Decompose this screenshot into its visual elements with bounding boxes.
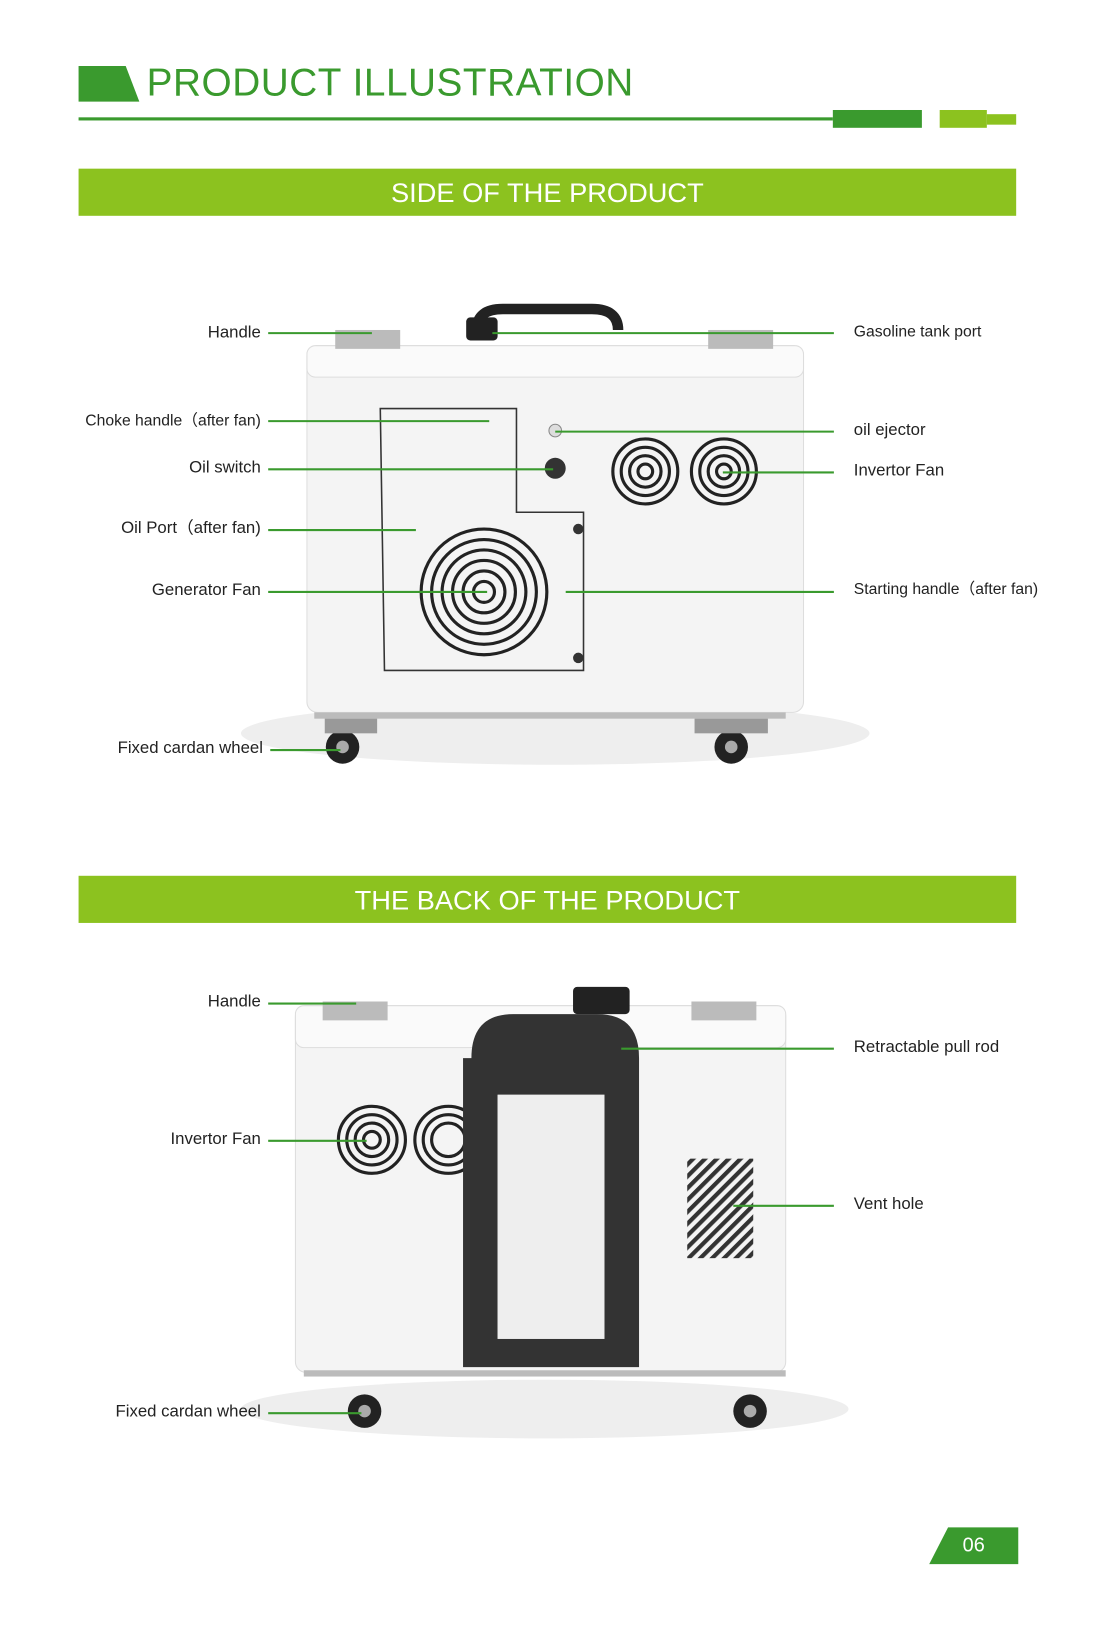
page-number-tab xyxy=(929,1527,1019,1565)
underline-light-block xyxy=(939,109,987,128)
label-back-handle: Handle xyxy=(207,993,261,1011)
label-generator-fan: Generator Fan xyxy=(151,581,261,600)
back-section-banner: THE BACK OF THE PRODUCT xyxy=(78,875,1017,923)
label-choke-handle: Choke handle（after fan) xyxy=(85,411,261,430)
underline-dark-block xyxy=(832,109,922,128)
label-retractable-pull-rod: Retractable pull rod xyxy=(853,1038,1000,1056)
side-leader-lines xyxy=(268,332,834,752)
title-underline xyxy=(78,117,833,121)
side-product-illustration xyxy=(240,303,870,765)
page-number: 06 xyxy=(962,1534,985,1557)
label-starting-handle: Starting handle（after fan) xyxy=(853,580,1039,599)
page-title: PRODUCT ILLUSTRATION xyxy=(146,60,634,104)
label-vent-hole: Vent hole xyxy=(853,1195,924,1214)
back-product-illustration xyxy=(240,986,849,1439)
back-leader-lines xyxy=(268,1002,834,1415)
title-block-icon xyxy=(78,65,140,102)
label-handle: Handle xyxy=(207,323,261,342)
label-oil-port: Oil Port（after fan) xyxy=(121,519,261,538)
label-gasoline-tank-port: Gasoline tank port xyxy=(853,322,982,341)
label-back-fixed-cardan-wheel: Fixed cardan wheel xyxy=(115,1402,261,1421)
label-fixed-cardan-wheel: Fixed cardan wheel xyxy=(117,739,263,758)
label-back-invertor-fan: Invertor Fan xyxy=(170,1130,261,1149)
label-invertor-fan: Invertor Fan xyxy=(853,461,945,480)
label-oil-ejector: oil ejector xyxy=(853,421,926,439)
label-oil-switch: Oil switch xyxy=(189,458,261,477)
side-section-banner: SIDE OF THE PRODUCT xyxy=(78,168,1017,216)
